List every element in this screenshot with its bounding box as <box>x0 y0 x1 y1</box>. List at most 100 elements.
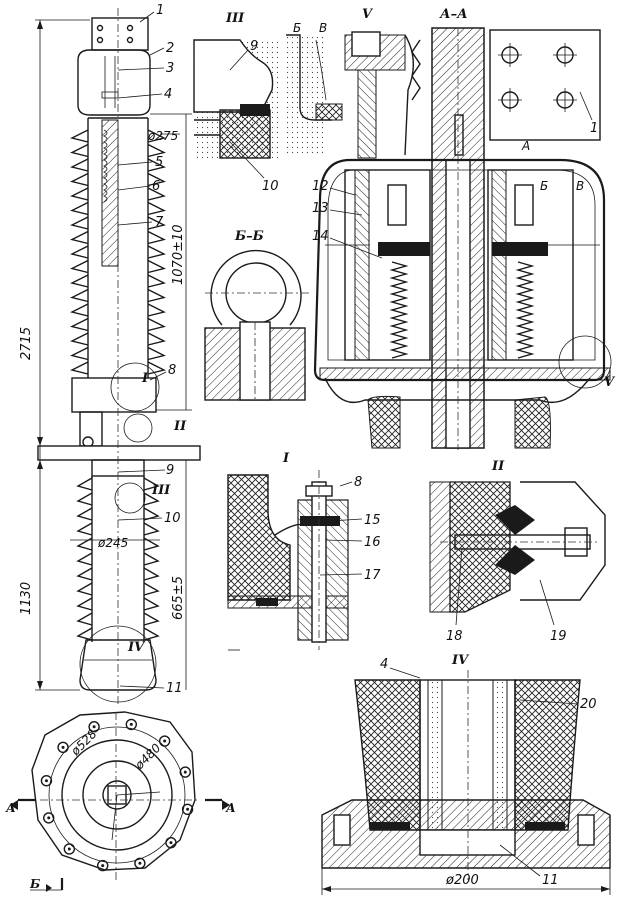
callout-15: 15 <box>364 513 381 528</box>
callout-8-detailI: 8 <box>354 475 362 490</box>
flange-bolt-centre <box>138 861 142 865</box>
callout-3: 3 <box>166 61 174 76</box>
section-title-III: III <box>225 11 245 26</box>
callout-9: 9 <box>166 463 174 478</box>
section-AA <box>313 27 612 450</box>
cut-mark-A-left: А <box>5 801 16 815</box>
dim-upper-height: 1070±10 <box>171 224 186 285</box>
dim-base-diameter: ø200 <box>445 873 479 888</box>
callout-7: 7 <box>155 215 164 230</box>
upper-shed <box>69 288 167 303</box>
callout-11-detailIV: 11 <box>542 873 559 888</box>
flange-bolt <box>179 766 191 778</box>
section-title-BB: Б–Б <box>234 229 264 244</box>
callout-10-detailIII: 10 <box>262 179 279 194</box>
detail-IV <box>321 670 611 895</box>
callout-5: 5 <box>155 155 163 170</box>
callout-20: 20 <box>580 697 597 712</box>
cut-mark-B: Б <box>29 877 40 891</box>
dim-lower-height: 1130 <box>19 582 34 615</box>
flange-bolt-centre <box>101 864 105 868</box>
section-title-I: I <box>282 451 290 466</box>
dim-flange-inner: ø480 <box>132 741 164 773</box>
section-BB <box>204 249 310 401</box>
callout-4: 4 <box>164 87 172 102</box>
lower-shed <box>76 477 160 491</box>
lower-shed <box>76 612 160 626</box>
upper-shed <box>69 230 167 245</box>
upper-shed <box>69 129 167 143</box>
upper-shed <box>69 361 167 375</box>
zone-label-A: А <box>521 139 530 153</box>
callout-14: 14 <box>312 229 329 244</box>
lower-shed <box>76 627 160 641</box>
upper-shed <box>69 245 167 259</box>
zone-label-B-sectionAA: Б <box>540 179 548 193</box>
section-title-V: V <box>362 7 374 22</box>
callout-17: 17 <box>364 568 381 583</box>
callout-group <box>117 11 167 689</box>
detail-II <box>429 481 606 613</box>
callout-8: 8 <box>168 363 176 378</box>
dim-lower-part: 665±5 <box>171 576 186 620</box>
flange-bolt-centre <box>169 841 173 845</box>
section-title-AA: А–А <box>439 7 468 22</box>
callout-19: 19 <box>550 629 567 644</box>
detail-ref-II: II <box>173 419 187 434</box>
lower-shed <box>76 552 160 566</box>
flange-bolt <box>57 741 69 754</box>
flange-bolt-centre <box>67 847 71 851</box>
upper-shed <box>69 187 167 201</box>
upper-shed <box>69 274 167 288</box>
flange-bolt-centre <box>186 807 190 811</box>
upper-shed <box>69 303 167 317</box>
zone-label-V-sectionAA: В <box>576 179 584 193</box>
flange-bolt <box>88 721 100 733</box>
flange-bolt <box>43 812 55 824</box>
callout-11: 11 <box>166 681 183 696</box>
zone-label-V-detailV: В <box>319 21 327 35</box>
lower-shed <box>76 522 160 536</box>
flange-bolt-centre <box>61 745 65 749</box>
flange-bolt <box>165 836 177 849</box>
upper-shed <box>69 216 167 230</box>
upper-shed <box>69 172 167 187</box>
section-title-IV: IV <box>451 653 470 668</box>
flange-bolt-centre <box>183 770 187 774</box>
flange-bolt <box>40 774 53 787</box>
flange-bolt-centre <box>92 725 96 729</box>
detail-III <box>193 39 279 160</box>
dim-diameter-upper: ø275 <box>147 129 178 143</box>
lower-shed <box>76 567 160 581</box>
callout-9-detailIII: 9 <box>250 39 258 54</box>
flange-bolt <box>125 718 138 731</box>
detail-ref-I: I <box>141 371 149 386</box>
callout-12: 12 <box>312 179 329 194</box>
flange-bolt-centre <box>163 739 167 743</box>
upper-shed <box>69 259 167 274</box>
dim-total-height: 2715 <box>19 327 34 360</box>
upper-shed <box>69 158 167 172</box>
detail-ref-V: V <box>604 375 616 390</box>
callout-1: 1 <box>156 3 164 18</box>
callout-16: 16 <box>364 535 381 550</box>
dim-diameter-lower: ø245 <box>97 536 128 550</box>
flange-bolt-centre <box>44 779 48 783</box>
callout-13: 13 <box>312 201 329 216</box>
upper-shed <box>69 332 167 346</box>
lower-shed <box>76 582 160 596</box>
callout-1-sectionAA: 1 <box>590 121 598 136</box>
bushing-elevation <box>35 8 201 705</box>
flange-bolt <box>63 843 76 855</box>
section-title-II: II <box>491 459 505 474</box>
callout-6: 6 <box>152 179 160 194</box>
upper-shed <box>69 317 167 332</box>
detail-ref-III: III <box>151 483 171 498</box>
lower-shed <box>76 537 160 551</box>
flange-bolt <box>158 735 171 747</box>
detail-ref-IV: IV <box>127 640 146 655</box>
lower-shed <box>76 492 160 506</box>
plan-view <box>10 711 230 892</box>
flange-bolt <box>181 803 194 816</box>
